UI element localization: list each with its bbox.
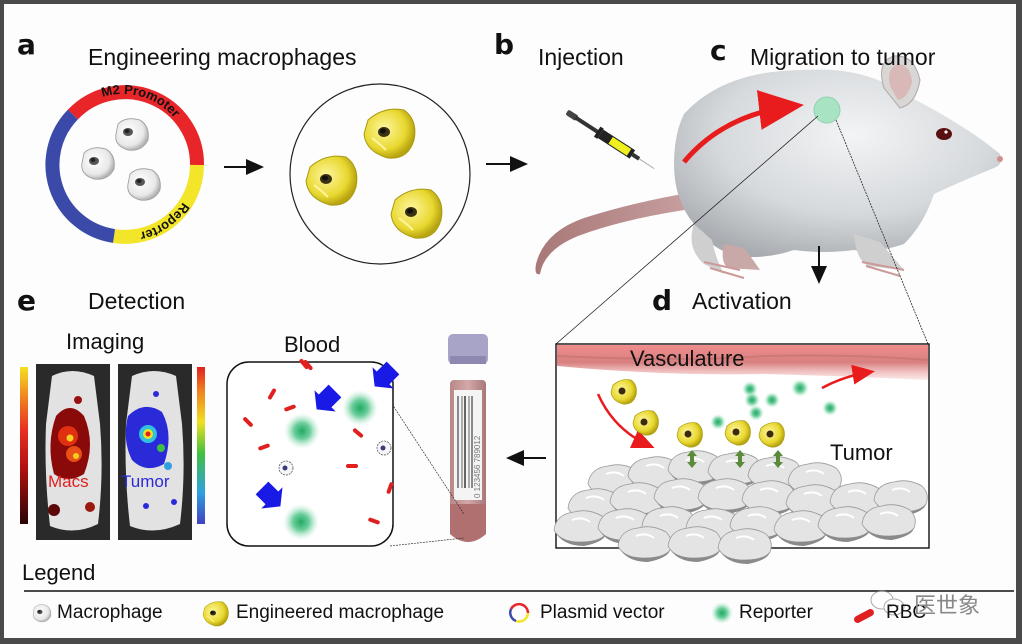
- engineered-macrophage-icon: [305, 155, 358, 207]
- engineered-cells-circle: [289, 83, 471, 265]
- panel-d-letter: d: [652, 284, 673, 317]
- syringe-icon: [566, 110, 655, 170]
- engineered-macrophage-icon: [202, 601, 229, 627]
- panel-a-title: Engineering macrophages: [88, 44, 357, 70]
- panel-e-letter: e: [17, 284, 36, 317]
- legend-item-plasmid-vector: Plasmid vector: [540, 602, 665, 623]
- legend-item-reporter: Reporter: [739, 602, 813, 623]
- legend-item-macrophage: Macrophage: [57, 602, 163, 623]
- zoom-line: [391, 403, 465, 515]
- blood-contents: [242, 358, 400, 540]
- plasmid-ring: [45, 85, 205, 244]
- imaging-tumor: [118, 364, 192, 540]
- zoom-line: [389, 537, 465, 547]
- macrophage-icon: [81, 147, 115, 180]
- extravasation-arrow: [596, 393, 655, 449]
- vasculature-label: Vasculature: [630, 346, 745, 371]
- legend-item-rbc: RBC: [886, 602, 927, 623]
- tumor-image-label: Tumor: [121, 472, 170, 491]
- wechat-icon: [870, 590, 905, 616]
- plasmid-vector-icon: [509, 602, 530, 623]
- panel-b-title: Injection: [538, 44, 624, 70]
- zoom-line: [555, 115, 819, 345]
- heat-colorbar: [20, 367, 28, 524]
- panel-b-letter: b: [494, 28, 515, 61]
- macrophage-icon: [115, 118, 149, 151]
- legend-item-engineered-macrophage: Engineered macrophage: [236, 602, 445, 623]
- reporter-particles: [710, 379, 838, 430]
- panel-a-letter: a: [17, 28, 36, 61]
- imaging-macs: [36, 364, 110, 540]
- legend-title: Legend: [22, 560, 96, 585]
- blood-title: Blood: [284, 332, 341, 357]
- reporter-icon: [711, 602, 733, 624]
- imaging-title: Imaging: [66, 329, 145, 354]
- rbc-icon: [852, 607, 876, 625]
- reporter-release-arrow: [821, 364, 875, 390]
- macrophage-icon: [127, 168, 161, 201]
- macrophage-icon: [32, 604, 52, 623]
- blood-tube-icon: [448, 334, 488, 542]
- panel-d-title: Activation: [692, 288, 792, 314]
- engineered-macrophage-icon: [363, 108, 416, 160]
- migration-arrow: [682, 90, 804, 164]
- zoom-line: [835, 119, 929, 345]
- tumor-site: [813, 96, 841, 124]
- panel-c-title: Migration to tumor: [750, 44, 936, 70]
- figure-graphics: 0 123456 789012: [20, 55, 1014, 627]
- engineered-macrophage-icon: [390, 188, 443, 240]
- tumor-label: Tumor: [830, 440, 893, 465]
- watermark: 医世象: [914, 594, 981, 619]
- panel-c-letter: c: [710, 34, 727, 67]
- panel-e-title: Detection: [88, 288, 186, 314]
- mouse-illustration: [535, 55, 1003, 279]
- rainbow-colorbar: [197, 367, 205, 524]
- tube-barcode: 0 123456 789012: [473, 435, 482, 498]
- macs-label: Macs: [48, 472, 89, 491]
- activation-signal-arrows: [687, 450, 783, 468]
- figure-canvas: a Engineering macrophages: [4, 4, 1016, 638]
